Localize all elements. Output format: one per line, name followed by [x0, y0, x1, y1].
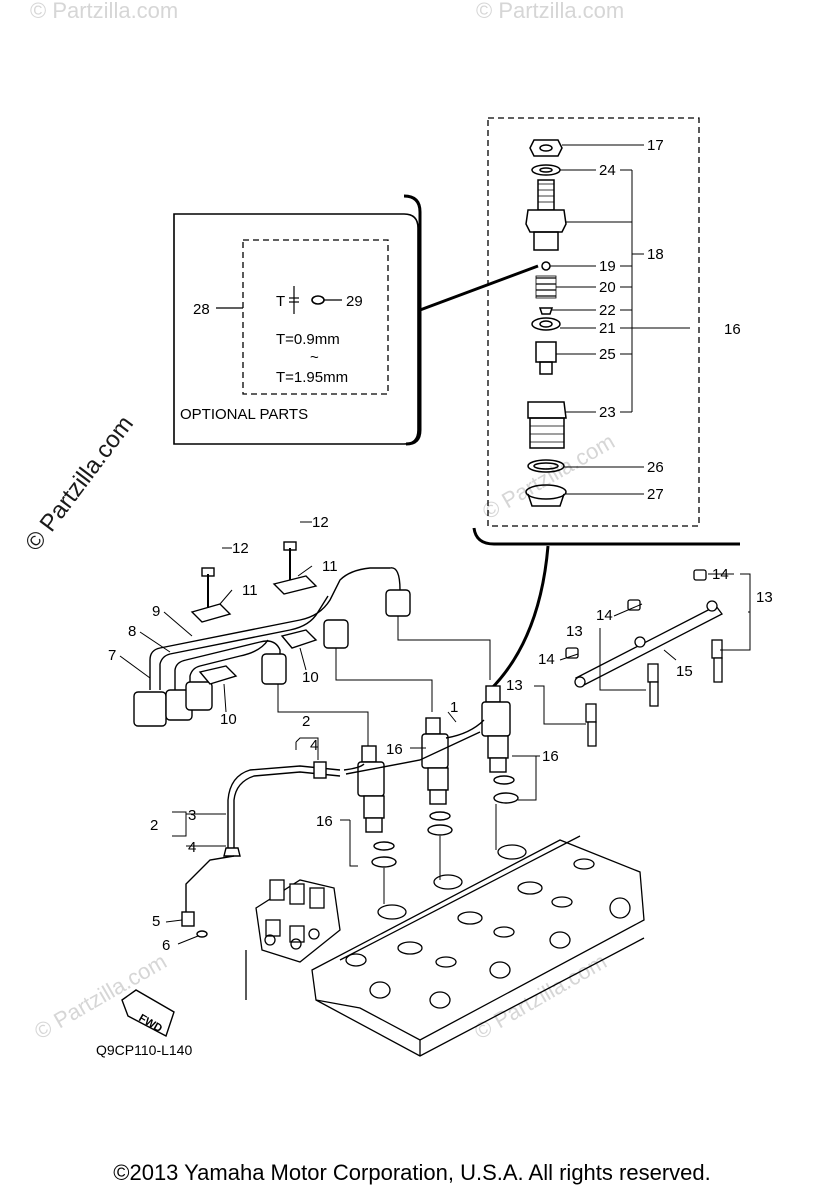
callout-21: 21: [599, 320, 616, 337]
callout-14-right: 14: [712, 566, 729, 583]
callout-25: 25: [599, 346, 616, 363]
callout-13-left: 13: [506, 677, 523, 694]
thickness-min: T=0.9mm: [276, 331, 340, 348]
optional-parts-box: [173, 194, 539, 446]
watermark-middle: © Partzilla.com: [478, 429, 619, 525]
callout-16-middle: 16: [386, 741, 403, 758]
injector-exploded-labels: 17 24 18 19 20 22 21 25 23 16 26 27: [599, 137, 741, 503]
injection-pipes: [119, 521, 491, 746]
callout-3: 3: [188, 807, 196, 824]
thickness-max: T=1.95mm: [276, 369, 348, 386]
glow-plug-labels: 14 13 14 13 14 13 15: [506, 566, 773, 694]
callout-1: 1: [450, 699, 458, 716]
callout-16-right: 16: [542, 748, 559, 765]
callout-28: 28: [193, 301, 210, 318]
callout-10-left: 10: [220, 711, 237, 728]
injector-labels: 1 16 16 16: [316, 699, 559, 830]
callout-23: 23: [599, 404, 616, 421]
callout-2-left: 2: [150, 817, 158, 834]
callout-17: 17: [647, 137, 664, 154]
copyright-footer: ©2013 Yamaha Motor Corporation, U.S.A. A…: [113, 1160, 711, 1185]
callout-11-left: 11: [242, 582, 258, 599]
pipe-labels: 12 12 11 11 9 8 7 10 10: [108, 514, 338, 728]
callout-4-left: 4: [188, 839, 196, 856]
callout-15: 15: [676, 663, 693, 680]
callout-8: 8: [128, 623, 136, 640]
forward-arrow-icon: FWD: [121, 989, 175, 1038]
callout-18: 18: [647, 246, 664, 263]
callout-7: 7: [108, 647, 116, 664]
callout-24: 24: [599, 162, 616, 179]
optional-parts-labels: 28 29 T T=0.9mm ~ T=1.95mm OPTIONAL PART…: [180, 293, 363, 423]
callout-5: 5: [152, 913, 160, 930]
callout-12-left: 12: [232, 540, 249, 557]
watermark-top-left: © Partzilla.com: [30, 0, 178, 23]
callout-14-left: 14: [538, 651, 555, 668]
callout-12-right: 12: [312, 514, 329, 531]
callout-20: 20: [599, 279, 616, 296]
diagram-code: Q9CP110-L140: [96, 1042, 193, 1058]
callout-11-right: 11: [322, 558, 338, 575]
callout-14-middle: 14: [596, 607, 613, 624]
optional-parts-title: OPTIONAL PARTS: [180, 406, 308, 423]
glow-plugs: [534, 569, 751, 747]
callout-19: 19: [599, 258, 616, 275]
return-hose: [165, 737, 341, 945]
callout-22: 22: [599, 302, 616, 319]
callout-13-middle: 13: [566, 623, 583, 640]
callout-6: 6: [162, 937, 170, 954]
thickness-label: T: [276, 293, 285, 310]
thickness-tilde: ~: [310, 349, 319, 366]
injectors: [340, 685, 540, 904]
callout-2-top: 2: [302, 713, 310, 730]
callout-10-right: 10: [302, 669, 319, 686]
callout-27: 27: [647, 486, 664, 503]
callout-16-left: 16: [316, 813, 333, 830]
injector-exploded-box: [472, 117, 740, 692]
callout-29: 29: [346, 293, 363, 310]
watermark-top-right: © Partzilla.com: [476, 0, 624, 23]
hose-labels: 2 4 2 3 4 5 6: [150, 713, 318, 954]
callout-4-top: 4: [310, 737, 318, 754]
callout-16-box: 16: [724, 321, 741, 338]
cylinder-head: [245, 835, 645, 1057]
callout-26: 26: [647, 459, 664, 476]
callout-13-right: 13: [756, 589, 773, 606]
callout-9: 9: [152, 603, 160, 620]
